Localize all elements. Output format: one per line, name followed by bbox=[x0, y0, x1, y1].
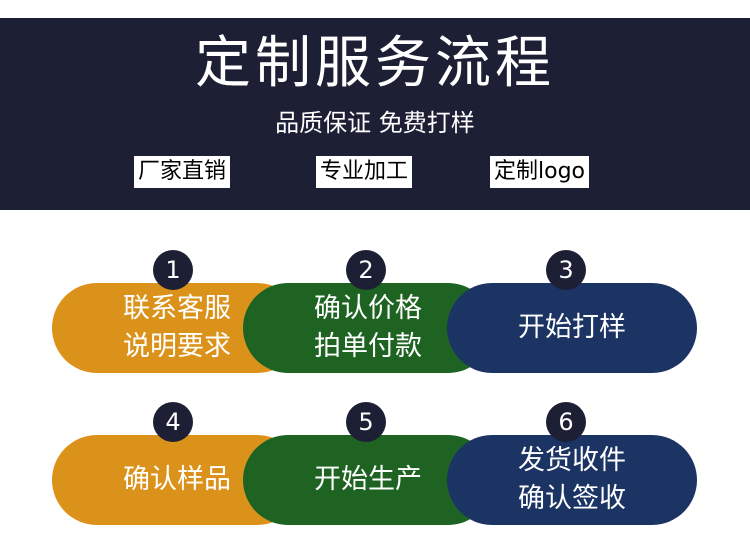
step-6-pill: 发货收件 确认签收 bbox=[447, 435, 697, 525]
step-2-pill: 确认价格 拍单付款 bbox=[243, 283, 493, 373]
step-4-number-badge: 4 bbox=[153, 402, 193, 442]
step-6-number-badge: 6 bbox=[546, 402, 586, 442]
step-2-number-badge: 2 bbox=[346, 250, 386, 290]
step-5-number-badge: 5 bbox=[346, 402, 386, 442]
step-1-number-badge: 1 bbox=[153, 250, 193, 290]
step-6-line1: 发货收件 bbox=[518, 445, 626, 476]
tag-professional-processing: 专业加工 bbox=[316, 156, 413, 188]
step-6-line2: 确认签收 bbox=[518, 483, 626, 514]
tag-custom-logo: 定制logo bbox=[490, 156, 589, 188]
step-3-line1: 开始打样 bbox=[518, 312, 626, 343]
step-1-line2: 说明要求 bbox=[123, 331, 231, 362]
step-1-line1: 联系客服 bbox=[123, 293, 231, 324]
step-4-line1: 确认样品 bbox=[123, 464, 231, 495]
step-2-line2: 拍单付款 bbox=[314, 331, 422, 362]
tag-factory-direct: 厂家直销 bbox=[134, 156, 231, 188]
step-5-line1: 开始生产 bbox=[314, 464, 422, 495]
step-3-number-badge: 3 bbox=[546, 250, 586, 290]
step-3-pill: 开始打样 bbox=[447, 283, 697, 373]
header-banner: 定制服务流程 品质保证 免费打样 厂家直销 专业加工 定制logo bbox=[0, 18, 750, 210]
step-2-line1: 确认价格 bbox=[314, 293, 422, 324]
page-title: 定制服务流程 bbox=[195, 31, 555, 96]
page-subtitle: 品质保证 免费打样 bbox=[275, 109, 475, 137]
